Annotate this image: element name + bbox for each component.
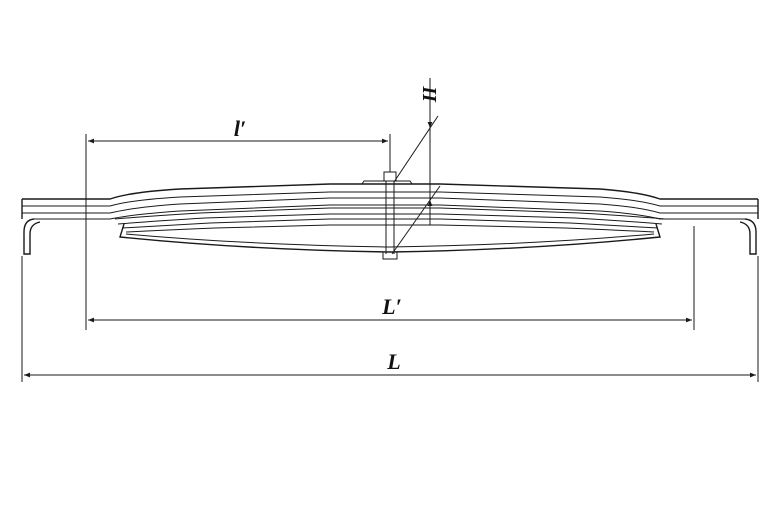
dimension-full-length: L — [21, 256, 759, 382]
main-leaf-lower — [22, 191, 758, 207]
main-leaf-bottom — [34, 204, 745, 220]
dimension-loaded-span: L′ — [88, 226, 695, 330]
label-full-length: L — [386, 349, 400, 374]
dimension-short-span: l′ — [85, 116, 391, 330]
leaf-5 — [121, 218, 659, 229]
leaf-spring — [21, 171, 759, 260]
leaf-4 — [117, 213, 663, 225]
center-bolt-shank — [385, 181, 395, 254]
height-leader-top — [393, 115, 439, 183]
label-loaded-span: L′ — [381, 294, 402, 319]
label-height: H — [418, 85, 440, 103]
height-leader-bottom — [391, 185, 441, 255]
bottom-leaf-inner — [125, 233, 655, 248]
dimension-height: H — [391, 78, 441, 255]
right-hook — [739, 218, 757, 255]
center-bolt-nut-bottom — [382, 251, 398, 260]
label-short-span: l′ — [234, 116, 246, 141]
second-leaf — [22, 197, 758, 214]
center-bolt-nut-top — [383, 171, 397, 182]
main-leaf — [22, 183, 758, 200]
leaf-6 — [125, 224, 655, 233]
center-bolt-washer — [361, 180, 413, 185]
left-hook — [23, 218, 41, 255]
leaf-3 — [114, 207, 666, 220]
